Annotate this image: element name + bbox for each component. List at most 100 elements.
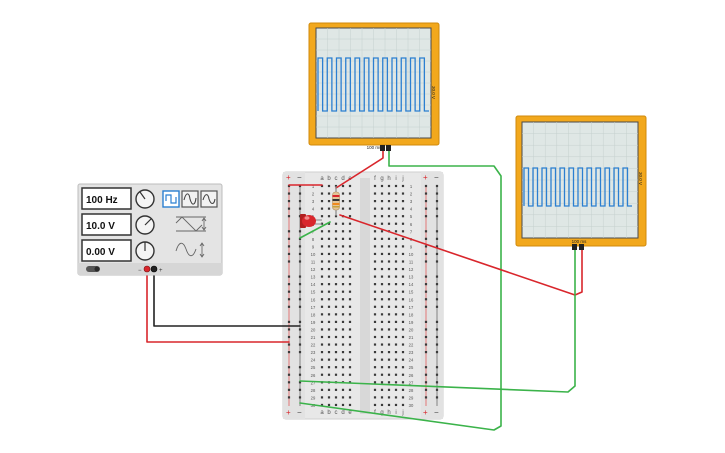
breadboard-hole[interactable] <box>380 381 384 384</box>
breadboard-hole[interactable] <box>394 373 398 376</box>
rail-hole[interactable] <box>298 305 302 308</box>
breadboard-hole[interactable] <box>320 290 324 293</box>
breadboard-hole[interactable] <box>394 403 398 407</box>
rail-hole[interactable] <box>424 388 428 391</box>
breadboard-hole[interactable] <box>380 320 384 323</box>
breadboard-hole[interactable] <box>380 351 384 354</box>
breadboard-hole[interactable] <box>348 245 352 248</box>
rail-hole[interactable] <box>424 252 428 256</box>
rail-hole[interactable] <box>435 260 439 263</box>
breadboard-hole[interactable] <box>380 222 384 225</box>
oscilloscope-2[interactable]: 100 ms 30.0 V <box>515 115 647 250</box>
rail-hole[interactable] <box>287 290 291 293</box>
breadboard-hole[interactable] <box>387 343 391 346</box>
breadboard-hole[interactable] <box>334 252 338 256</box>
breadboard-hole[interactable] <box>373 305 377 308</box>
breadboard-hole[interactable] <box>394 328 398 331</box>
breadboard-hole[interactable] <box>387 260 391 263</box>
breadboard-hole[interactable] <box>327 328 331 331</box>
breadboard-hole[interactable] <box>348 222 352 225</box>
breadboard-hole[interactable] <box>341 373 345 376</box>
breadboard-hole[interactable] <box>320 343 324 346</box>
oscilloscope-1[interactable]: 100 ms 30.0 V <box>308 22 440 151</box>
rail-hole[interactable] <box>424 328 428 331</box>
breadboard-hole[interactable] <box>380 267 384 271</box>
breadboard-hole[interactable] <box>401 200 405 203</box>
breadboard-hole[interactable] <box>348 328 352 331</box>
wire-red-scope2-probe[interactable] <box>339 214 583 296</box>
breadboard-hole[interactable] <box>327 200 331 203</box>
breadboard-hole[interactable] <box>380 200 384 203</box>
breadboard-hole[interactable] <box>334 388 338 391</box>
breadboard-hole[interactable] <box>334 305 338 308</box>
breadboard-hole[interactable] <box>380 373 384 376</box>
breadboard-hole[interactable] <box>341 237 345 240</box>
breadboard-hole[interactable] <box>373 222 377 225</box>
breadboard-hole[interactable] <box>380 403 384 407</box>
breadboard-hole[interactable] <box>348 366 352 369</box>
breadboard-hole[interactable] <box>380 313 384 316</box>
breadboard-hole[interactable] <box>380 388 384 391</box>
rail-hole[interactable] <box>298 252 302 256</box>
breadboard-hole[interactable] <box>320 237 324 240</box>
rail-hole[interactable] <box>435 207 439 210</box>
breadboard-hole[interactable] <box>394 245 398 248</box>
breadboard-hole[interactable] <box>334 275 338 278</box>
breadboard-hole[interactable] <box>320 298 324 301</box>
breadboard-hole[interactable] <box>394 313 398 316</box>
breadboard-hole[interactable] <box>380 366 384 369</box>
breadboard-hole[interactable] <box>380 237 384 240</box>
breadboard-hole[interactable] <box>320 328 324 331</box>
breadboard-hole[interactable] <box>387 184 391 188</box>
breadboard-hole[interactable] <box>401 305 405 308</box>
breadboard-hole[interactable] <box>341 366 345 369</box>
rail-hole[interactable] <box>424 237 428 240</box>
breadboard-hole[interactable] <box>387 366 391 369</box>
breadboard-hole[interactable] <box>373 373 377 376</box>
breadboard-hole[interactable] <box>380 215 384 218</box>
breadboard-holes[interactable] <box>287 184 439 407</box>
breadboard-hole[interactable] <box>348 275 352 278</box>
breadboard-hole[interactable] <box>320 230 324 233</box>
breadboard-hole[interactable] <box>320 373 324 376</box>
rail-hole[interactable] <box>287 207 291 210</box>
breadboard-hole[interactable] <box>394 275 398 278</box>
breadboard-hole[interactable] <box>327 343 331 346</box>
rail-hole[interactable] <box>298 335 302 339</box>
breadboard-hole[interactable] <box>327 245 331 248</box>
rail-hole[interactable] <box>287 275 291 278</box>
breadboard-hole[interactable] <box>387 373 391 376</box>
rail-hole[interactable] <box>287 298 291 301</box>
breadboard-hole[interactable] <box>327 290 331 293</box>
breadboard-hole[interactable] <box>380 335 384 339</box>
breadboard-hole[interactable] <box>327 388 331 391</box>
breadboard-hole[interactable] <box>401 267 405 271</box>
rail-hole[interactable] <box>287 215 291 218</box>
breadboard-hole[interactable] <box>320 184 324 188</box>
breadboard-hole[interactable] <box>320 260 324 263</box>
rail-hole[interactable] <box>424 290 428 293</box>
breadboard-hole[interactable] <box>327 230 331 233</box>
breadboard-hole[interactable] <box>348 396 352 399</box>
wire-green-scope2-ground[interactable] <box>299 247 576 393</box>
breadboard-hole[interactable] <box>341 252 345 256</box>
rail-hole[interactable] <box>424 351 428 354</box>
breadboard-hole[interactable] <box>327 283 331 286</box>
breadboard-hole[interactable] <box>394 396 398 399</box>
rail-hole[interactable] <box>424 200 428 203</box>
breadboard-hole[interactable] <box>373 366 377 369</box>
frequency-knob[interactable] <box>135 189 155 209</box>
rail-hole[interactable] <box>435 184 439 188</box>
breadboard-hole[interactable] <box>341 313 345 316</box>
breadboard-hole[interactable] <box>373 237 377 240</box>
breadboard-hole[interactable] <box>394 366 398 369</box>
breadboard-hole[interactable] <box>373 298 377 301</box>
rail-hole[interactable] <box>298 260 302 263</box>
rail-hole[interactable] <box>435 373 439 376</box>
breadboard-hole[interactable] <box>387 215 391 218</box>
breadboard-hole[interactable] <box>401 230 405 233</box>
breadboard-hole[interactable] <box>327 373 331 376</box>
breadboard-hole[interactable] <box>341 403 345 407</box>
rail-hole[interactable] <box>424 283 428 286</box>
breadboard-hole[interactable] <box>387 200 391 203</box>
